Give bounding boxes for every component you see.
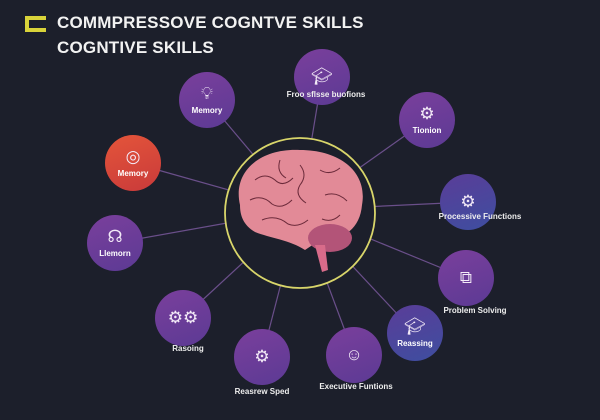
node-label: Processive Functions [438, 212, 522, 221]
node-label: Executive Funtions [319, 382, 393, 391]
gear-person-icon: ⚙ [419, 104, 435, 123]
heads-icon: ☊ [107, 227, 123, 246]
node-memory-highlight[interactable]: ◎ Memory [105, 135, 161, 191]
node-label: Llemorn [99, 249, 131, 258]
page-title: COMMPRESSOVE COGNTVE SKILLS [57, 13, 364, 32]
head-thinking-icon: ☺ [345, 345, 363, 364]
node-rasoing[interactable]: ⚙⚙ [155, 290, 211, 346]
node-label: Tionion [412, 126, 442, 135]
node-label: Reasrew Sped [234, 387, 290, 396]
node-label: Problem Solving [443, 306, 507, 315]
node-memory[interactable]: 💡︎ Memory [179, 72, 235, 128]
node-reassing[interactable]: 🎓︎ Reassing [387, 305, 443, 361]
node-label: Memory [191, 106, 223, 115]
page-subtitle: COGNTIVE SKILLS [57, 38, 214, 57]
node-executive-functions[interactable]: ☺ [326, 327, 382, 383]
node-label: Memory [117, 169, 149, 178]
node-label: Froo sflsse buofions [286, 90, 366, 99]
gear-target-icon: ⚙ [460, 192, 476, 211]
node-graduate-head[interactable]: 🎓︎ [294, 49, 350, 105]
gears-icon: ⚙⚙ [167, 308, 199, 327]
lightbulb-icon: ◎ [125, 147, 141, 166]
node-label: Rasoing [172, 344, 204, 353]
node-llemorn[interactable]: ☊ Llemorn [87, 215, 143, 271]
node-reasrew-sped[interactable]: ⚙ [234, 329, 290, 385]
graduate-head-icon: 🎓︎ [311, 67, 333, 86]
gear-target-icon: ⚙ [254, 347, 270, 366]
puzzle-bulb-icon: ⧉ [459, 268, 473, 287]
logo-bracket-icon [25, 16, 46, 32]
node-problem-solving[interactable]: ⧉ [438, 250, 494, 306]
brain-icon [238, 149, 363, 272]
graduation-cap-icon: 🎓︎ [404, 317, 426, 336]
node-tionion[interactable]: ⚙ Tionion [399, 92, 455, 148]
node-label: Reassing [397, 339, 433, 348]
lightbulb-icon: 💡︎ [201, 84, 213, 103]
node-processive-functions[interactable]: ⚙ [440, 174, 496, 230]
